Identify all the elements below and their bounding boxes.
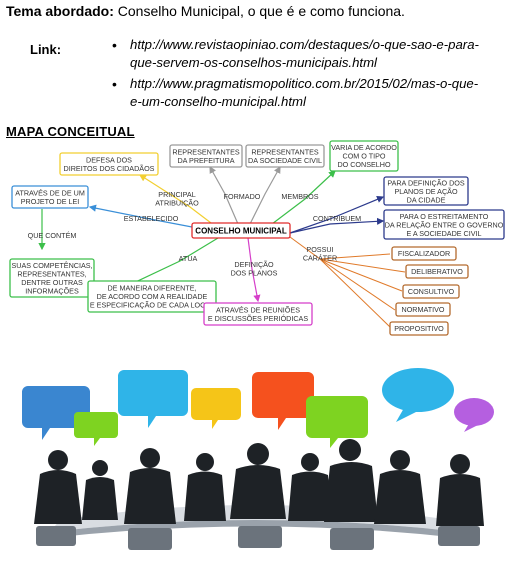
svg-text:E A SOCIEDADE CIVIL: E A SOCIEDADE CIVIL (406, 229, 481, 238)
label-definicao: DEFINIÇÃO (234, 260, 274, 269)
svg-text:ATRAVÉS DE REUNIÕES: ATRAVÉS DE REUNIÕES (216, 306, 300, 315)
link-label: Link: (30, 42, 62, 57)
node-competencias (9, 258, 95, 298)
svg-text:REPRESENTANTES,: REPRESENTANTES, (17, 270, 86, 279)
svg-text:CONSULTIVO: CONSULTIVO (408, 287, 455, 296)
svg-text:DA PREFEITURA: DA PREFEITURA (177, 156, 234, 165)
label-contribuem: CONTRIBUEM (313, 214, 361, 223)
map-connectors (38, 165, 385, 303)
node-fiscalizador (391, 246, 457, 261)
node-normativo (395, 302, 451, 317)
svg-text:SUAS COMPETÊNCIAS,: SUAS COMPETÊNCIAS, (11, 261, 92, 270)
node-consultivo (402, 284, 460, 299)
svg-text:DEFESA DOS: DEFESA DOS (86, 156, 132, 165)
svg-text:DA SOCIEDADE CIVIL: DA SOCIEDADE CIVIL (248, 156, 322, 165)
link-item[interactable]: http://www.pragmatismopolitico.com.br/20… (112, 75, 507, 111)
svg-text:NORMATIVO: NORMATIVO (402, 305, 445, 314)
node-estreitamento (383, 209, 505, 240)
label-principal: PRINCIPAL (158, 190, 195, 199)
svg-text:ATRAVÉS DE DE UM: ATRAVÉS DE DE UM (15, 189, 85, 198)
label-estabelecido: ESTABELECIDO (124, 214, 179, 223)
svg-text:DELIBERATIVO: DELIBERATIVO (411, 267, 463, 276)
center-node (191, 222, 291, 239)
node-varia (329, 140, 399, 172)
node-projeto (11, 185, 89, 209)
svg-text:PROPOSITIVO: PROPOSITIVO (394, 324, 444, 333)
meeting-illustration (0, 350, 510, 559)
svg-text:INFORMAÇÕES: INFORMAÇÕES (25, 287, 79, 296)
svg-text:DO CONSELHO: DO CONSELHO (337, 160, 391, 169)
svg-text:ATRIBUIÇÃO: ATRIBUIÇÃO (155, 199, 199, 208)
svg-text:DIREITOS DOS CIDADÃOS: DIREITOS DOS CIDADÃOS (64, 164, 155, 173)
label-membros: MEMBROS (281, 192, 318, 201)
svg-text:COM O TIPO: COM O TIPO (343, 152, 386, 161)
svg-text:PARA DEFINIÇÃO DOS: PARA DEFINIÇÃO DOS (387, 179, 465, 188)
chairs-icon (36, 526, 480, 550)
svg-text:PROJETO DE LEI: PROJETO DE LEI (21, 197, 80, 206)
svg-text:E ESPECIFICAÇÃO DE CADA LOCAL: E ESPECIFICAÇÃO DE CADA LOCAL (90, 301, 214, 310)
svg-text:E DISCUSSÕES PERIÓDICAS: E DISCUSSÕES PERIÓDICAS (208, 314, 308, 323)
caracter-connectors (289, 236, 406, 328)
label-formado: FORMADO (224, 192, 261, 201)
svg-text:DE MANEIRA DIFERENTE,: DE MANEIRA DIFERENTE, (107, 284, 196, 293)
speech-bubbles-icon (22, 368, 494, 448)
svg-text:CARÁTER: CARÁTER (303, 254, 337, 263)
center-label: CONSELHO MUNICIPAL (195, 227, 287, 236)
map-title: MAPA CONCEITUAL (6, 124, 135, 139)
label-que-contem: QUE CONTÉM (28, 231, 77, 240)
svg-text:DA RELAÇÃO ENTRE O GOVERNO: DA RELAÇÃO ENTRE O GOVERNO (385, 221, 504, 230)
svg-text:DOS PLANOS: DOS PLANOS (231, 269, 278, 278)
node-maneira (87, 280, 217, 313)
svg-text:PLANOS DE AÇÃO: PLANOS DE AÇÃO (394, 187, 458, 196)
label-possui: POSSUI (306, 245, 333, 254)
link-list: http://www.revistaopiniao.com/destaques/… (112, 36, 507, 114)
label-atua: ATUA (179, 254, 198, 263)
node-reunioes (203, 302, 313, 326)
concept-map: CONSELHO MUNICIPAL DEFESA DOS DIREITOS D… (0, 139, 510, 344)
topic-line: Tema abordado: Conselho Municipal, o que… (6, 3, 405, 19)
topic-value: Conselho Municipal, o que é e como funci… (113, 3, 405, 19)
link-item[interactable]: http://www.revistaopiniao.com/destaques/… (112, 36, 507, 72)
svg-text:REPRESENTANTES: REPRESENTANTES (172, 148, 240, 157)
node-planos (383, 176, 469, 206)
svg-text:DA CIDADE: DA CIDADE (407, 196, 446, 205)
node-rep-sociedade (245, 144, 325, 168)
svg-text:DE ACORDO COM A REALIDADE: DE ACORDO COM A REALIDADE (97, 292, 208, 301)
node-rep-prefeitura (169, 144, 243, 168)
node-deliberativo (405, 264, 469, 279)
svg-text:PARA O ESTREITAMENTO: PARA O ESTREITAMENTO (400, 212, 489, 221)
svg-text:FISCALIZADOR: FISCALIZADOR (398, 249, 450, 258)
svg-text:REPRESENTANTES: REPRESENTANTES (251, 148, 319, 157)
svg-text:VARIA DE ACORDO: VARIA DE ACORDO (331, 143, 397, 152)
node-defesa (59, 152, 159, 176)
svg-text:DENTRE OUTRAS: DENTRE OUTRAS (21, 278, 83, 287)
node-propositivo (389, 321, 449, 336)
people-silhouettes-icon (34, 439, 484, 526)
topic-label: Tema abordado: (6, 3, 114, 19)
